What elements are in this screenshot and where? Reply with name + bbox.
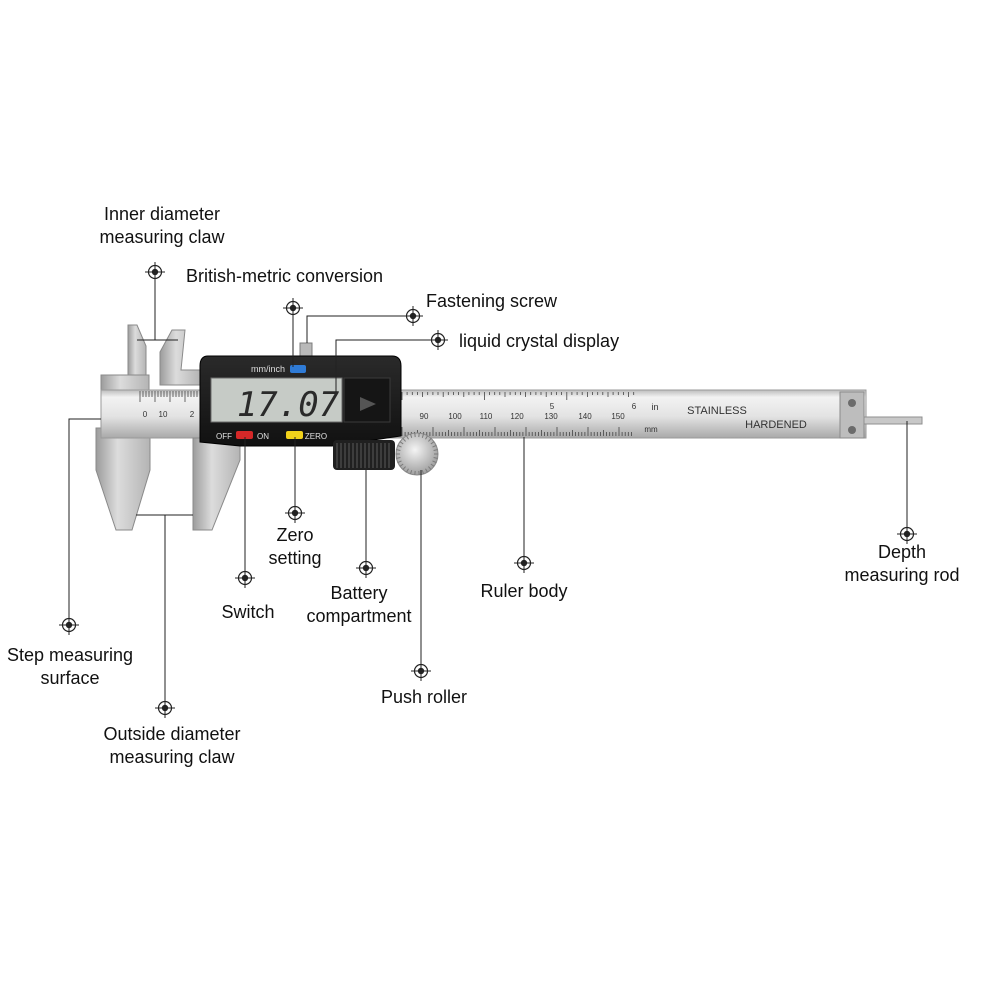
target-push-roller	[411, 661, 431, 681]
engraving-stainless: STAINLESS	[687, 405, 747, 417]
label-inner-claw-line2: measuring claw	[99, 226, 224, 249]
end-cap-screw-top	[848, 399, 856, 407]
label-step-line1: Step measuring	[7, 644, 133, 667]
lcd-reading: 17.07	[237, 385, 340, 425]
label-push-roller: Push roller	[381, 686, 467, 709]
target-step-surface	[59, 615, 79, 635]
label-zero-setting: Zero setting	[268, 524, 321, 570]
unit-mm: mm	[644, 425, 658, 434]
scale-label-2: 2	[190, 410, 195, 419]
label-switch: Switch	[221, 601, 274, 624]
label-zero-line1: Zero	[268, 524, 321, 547]
label-step-measuring-surface: Step measuring surface	[7, 644, 133, 690]
label-british-metric-conversion: British-metric conversion	[186, 265, 383, 288]
push-roller[interactable]	[396, 433, 438, 475]
scale-label-150: 150	[611, 412, 625, 421]
label-depth-line1: Depth	[844, 541, 959, 564]
target-lcd	[428, 330, 448, 350]
label-outside-line1: Outside diameter	[103, 723, 240, 746]
scale-label-100: 100	[448, 412, 462, 421]
label-zero-line2: setting	[268, 547, 321, 570]
target-battery	[356, 558, 376, 578]
end-cap-screw-bottom	[848, 426, 856, 434]
label-depth-line2: measuring rod	[844, 564, 959, 587]
label-outside-line2: measuring claw	[103, 746, 240, 769]
label-step-line2: surface	[7, 667, 133, 690]
leader-outside-claw	[136, 515, 165, 708]
lcd-side-panel	[344, 378, 390, 422]
label-outside-diameter-claw: Outside diameter measuring claw	[103, 723, 240, 769]
scale-label-10: 10	[159, 410, 168, 419]
label-battery-compartment: Battery compartment	[306, 582, 411, 628]
fastening-screw	[300, 343, 312, 357]
scale-label-90: 90	[420, 412, 429, 421]
inch-label-5: 5	[550, 402, 555, 411]
scale-label-130: 130	[544, 412, 558, 421]
target-switch	[235, 568, 255, 588]
scale-label-110: 110	[480, 412, 493, 421]
leader-inner-claw	[137, 272, 155, 340]
outside-claw-slide	[193, 438, 240, 530]
unit-in: in	[651, 402, 658, 412]
inch-label-6: 6	[632, 402, 637, 411]
label-depth-measuring-rod: Depth measuring rod	[844, 541, 959, 587]
label-ruler-body: Ruler body	[480, 580, 567, 603]
off-label: OFF	[216, 432, 232, 441]
depth-rod	[864, 417, 922, 424]
mode-button[interactable]	[290, 365, 306, 373]
inner-claw-slide	[160, 330, 200, 385]
label-liquid-crystal-display: liquid crystal display	[459, 330, 619, 353]
target-outside-claw	[155, 698, 175, 718]
scale-label-140: 140	[578, 412, 592, 421]
on-label: ON	[257, 432, 269, 441]
label-battery-line1: Battery	[306, 582, 411, 605]
label-fastening-screw: Fastening screw	[426, 290, 557, 313]
mode-label: mm/inch	[251, 364, 285, 374]
label-battery-line2: compartment	[306, 605, 411, 628]
target-conversion	[283, 298, 303, 318]
battery-compartment	[333, 440, 395, 470]
target-ruler-body	[514, 553, 534, 573]
target-zero	[285, 503, 305, 523]
target-fastening-screw	[403, 306, 423, 326]
zero-label: ZERO	[305, 432, 327, 441]
leader-fastening-screw	[307, 316, 413, 343]
scale-label-0: 0	[143, 410, 148, 419]
label-inner-diameter-claw: Inner diameter measuring claw	[99, 203, 224, 249]
engraving-hardened: HARDENED	[745, 419, 807, 431]
scale-label-120: 120	[510, 412, 524, 421]
target-inner-claw	[145, 262, 165, 282]
inner-claw-fixed	[128, 325, 146, 380]
label-inner-claw-line1: Inner diameter	[99, 203, 224, 226]
